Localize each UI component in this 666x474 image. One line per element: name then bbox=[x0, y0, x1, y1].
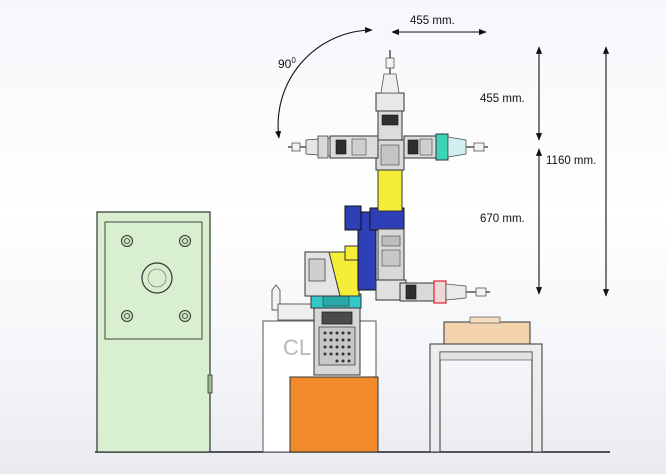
yellow-upper-arm bbox=[375, 139, 405, 212]
angle-value: 90 bbox=[278, 57, 292, 71]
top-width-label: 455 mm. bbox=[410, 15, 455, 27]
top-tool bbox=[375, 50, 405, 141]
lower-horizontal-tool bbox=[399, 280, 490, 304]
side-table bbox=[429, 316, 543, 453]
angle-superscript: 0 bbox=[291, 56, 296, 65]
right-tool bbox=[435, 133, 488, 161]
rotation-angle-arc bbox=[275, 27, 373, 139]
total-height-label: 1160 mm. bbox=[546, 155, 596, 167]
blue-elbow-joint bbox=[344, 205, 405, 291]
shoulder-joint bbox=[304, 245, 362, 297]
lower-arm-down bbox=[375, 228, 407, 301]
rotation-angle-label: 900 bbox=[278, 56, 296, 71]
lower-height-label: 670 mm. bbox=[480, 213, 525, 225]
robot-base bbox=[310, 293, 362, 376]
cross-arm bbox=[329, 135, 437, 159]
upper-height-label: 455 mm. bbox=[480, 93, 525, 105]
control-cabinet bbox=[96, 211, 213, 453]
stand-panel-text: CL bbox=[283, 335, 311, 360]
orange-pedestal bbox=[289, 376, 379, 453]
